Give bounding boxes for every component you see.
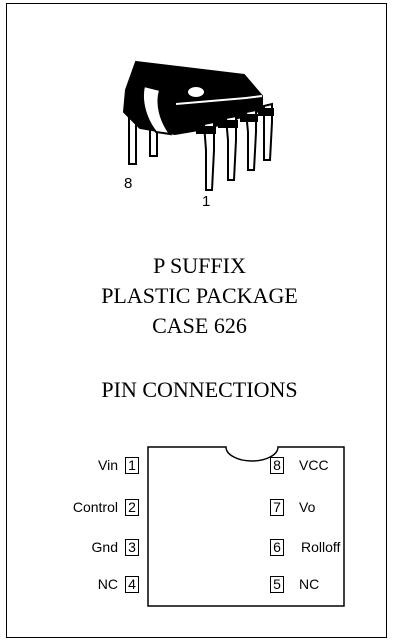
- package-suffix-title: P SUFFIX: [153, 253, 246, 278]
- pin-name: Rolloff: [301, 539, 341, 555]
- package-notch: [142, 84, 173, 136]
- pin-number-box: 3: [125, 539, 139, 556]
- pin-number-box: 7: [270, 499, 284, 516]
- package-case-title: CASE 626: [152, 313, 247, 338]
- pin-name: NC: [299, 576, 320, 592]
- pin-name: VCC: [299, 457, 329, 473]
- pin-name: Control: [72, 499, 118, 515]
- ic-outline: [147, 446, 345, 607]
- pin-name: Vo: [299, 499, 316, 515]
- package-front-pins: [202, 102, 273, 191]
- pin-number-box: 4: [125, 576, 139, 593]
- pin-number-box: 6: [270, 539, 284, 556]
- pin-number-box: 8: [270, 457, 284, 474]
- pin-number-box: 1: [125, 457, 139, 474]
- pin-name: Gnd: [91, 539, 118, 555]
- pin-number-box: 2: [125, 499, 139, 516]
- pin-connections-title: PIN CONNECTIONS: [101, 377, 298, 402]
- pin-number-box: 5: [270, 576, 284, 593]
- pin-name: Vin: [98, 457, 118, 473]
- package-pin1-label: 1: [202, 193, 211, 210]
- package-type-title: PLASTIC PACKAGE: [101, 283, 298, 308]
- pin1-dot: [188, 87, 204, 97]
- pin-name: NC: [97, 576, 118, 592]
- package-pin8-label: 8: [124, 175, 133, 192]
